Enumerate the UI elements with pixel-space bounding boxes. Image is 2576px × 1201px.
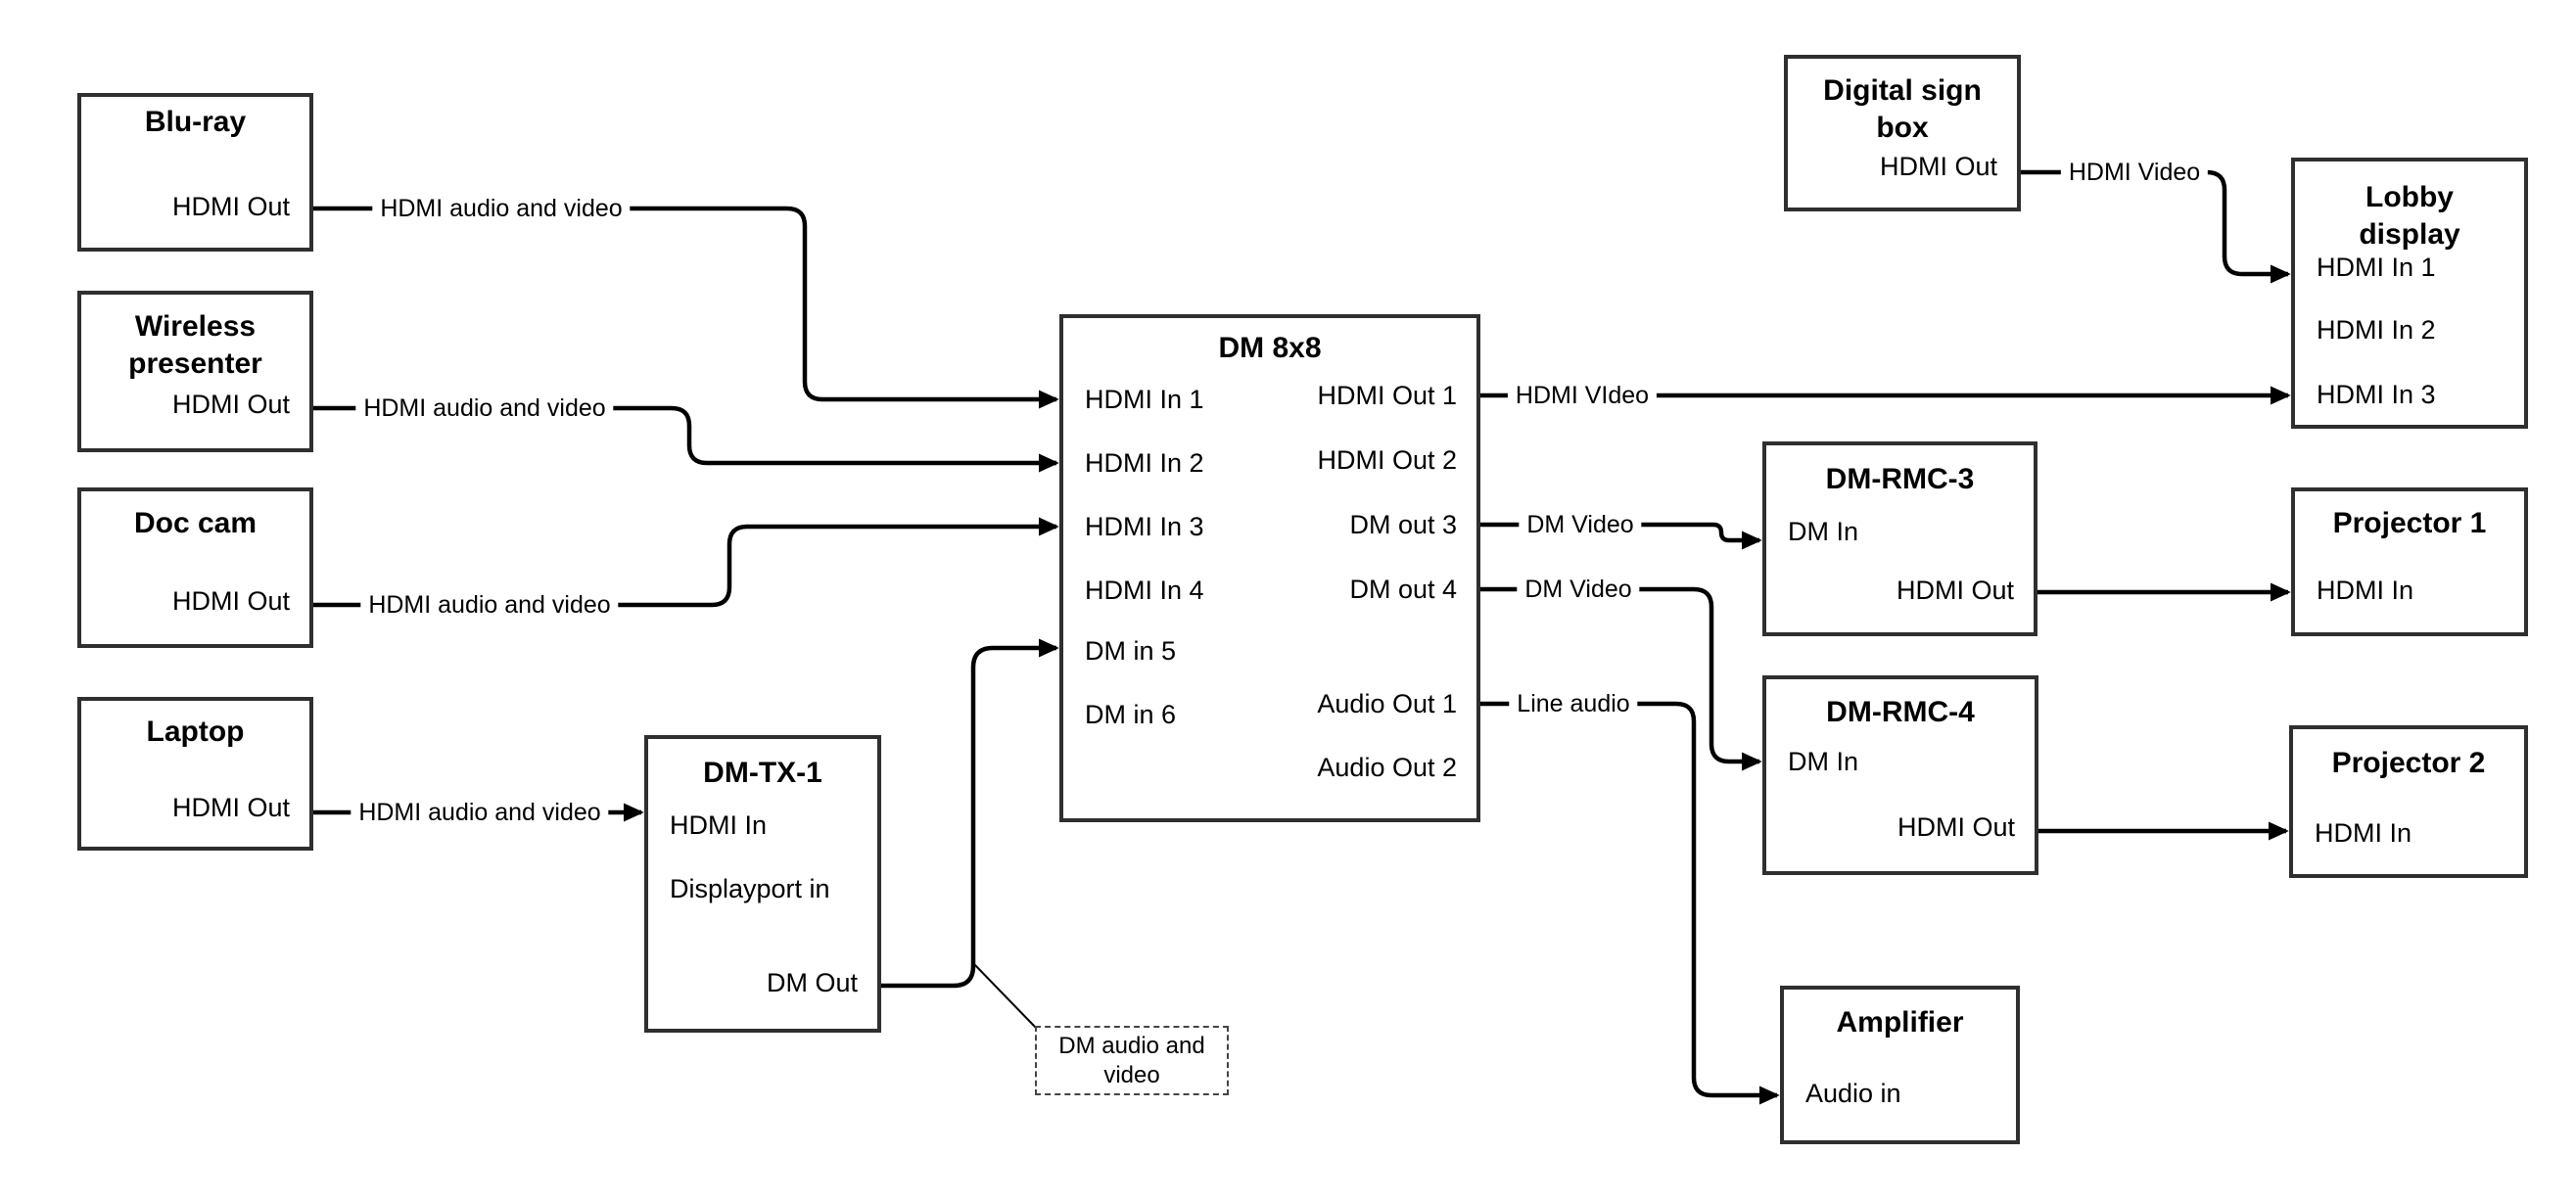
annotation-dm-audio-video: DM audio and video [1035, 1026, 1229, 1095]
edge-label-bluray-to-dm8x8-in1: HDMI audio and video [372, 194, 631, 223]
edge-wireless-to-dm8x8-in2 [313, 405, 1059, 473]
port-label-digital-sign-box: HDMI Out [1879, 152, 1997, 181]
node-title: Lobby display [2359, 181, 2460, 251]
port-label-dm-8x8: HDMI In 2 [1085, 448, 1204, 478]
edge-label-dm8x8-out3-to-dmrmc3-dmin: DM Video [1519, 510, 1642, 539]
port-label-projector-1: HDMI In [2317, 576, 2414, 605]
node-projector-2: Projector 2 HDMI In [2289, 725, 2528, 878]
edge-label-dm8x8-out4-to-dmrmc4-dmin: DM Video [1517, 575, 1640, 604]
port-label-dm-rmc-3: DM In [1788, 517, 1859, 546]
port-label-dm-tx-1: DM Out [766, 968, 858, 997]
edge-doccam-to-dm8x8-in3 [313, 517, 1059, 608]
port-label-dm-rmc-4: HDMI Out [1897, 812, 2015, 842]
port-label-dm-8x8: Audio Out 1 [1317, 689, 1457, 718]
port-label-projector-2: HDMI In [2315, 818, 2412, 848]
node-title: Laptop [146, 716, 245, 748]
port-label-dm-rmc-4: DM In [1788, 747, 1859, 776]
node-dm-rmc-3: DM-RMC-3 DM In HDMI Out [1762, 441, 2037, 636]
edge-dm8x8-out4-to-dmrmc4-dmin [1480, 586, 1762, 771]
edge-label-dm8x8-out1-to-lobby-in3: HDMI VIdeo [1507, 381, 1658, 410]
node-title: Blu-ray [144, 106, 247, 138]
node-title: Projector 2 [2331, 747, 2486, 779]
edge-label-laptop-to-dmtx1-hdmi-in: HDMI audio and video [351, 798, 609, 827]
node-dm-rmc-4: DM-RMC-4 DM In HDMI Out [1762, 675, 2038, 875]
port-label-lobby-display: HDMI In 3 [2317, 380, 2436, 409]
port-label-dm-8x8: DM out 3 [1349, 510, 1457, 539]
edge-dm8x8-out3-to-dmrmc3-dmin [1480, 522, 1762, 550]
port-label-dm-8x8: DM in 5 [1085, 636, 1177, 666]
port-label-lobby-display: HDMI In 2 [2317, 315, 2436, 345]
node-title: Projector 1 [2332, 507, 2487, 539]
annotation-text: DM audio and video [1058, 1032, 1205, 1088]
port-label-laptop: HDMI Out [171, 793, 290, 822]
port-label-dm-8x8: DM out 4 [1349, 575, 1457, 604]
port-label-dm-8x8: DM in 6 [1085, 700, 1177, 729]
node-projector-1: Projector 1 HDMI In [2291, 487, 2528, 636]
node-title: DM-RMC-3 [1825, 463, 1975, 495]
port-label-dm-8x8: HDMI In 4 [1085, 576, 1204, 605]
edge-label-doccam-to-dm8x8-in3: HDMI audio and video [360, 590, 619, 620]
port-label-dm-tx-1: HDMI In [670, 810, 768, 840]
port-label-dm-rmc-3: HDMI Out [1896, 576, 2014, 605]
port-label-amplifier: Audio in [1805, 1079, 1901, 1108]
port-label-doc-cam: HDMI Out [171, 586, 290, 616]
edge-dmtx1-dmout-to-dm8x8-in5 [881, 638, 1059, 989]
node-title: Wireless presenter [128, 310, 262, 380]
node-title: Amplifier [1836, 1006, 1964, 1039]
node-title: Digital sign box [1823, 74, 1982, 144]
edge-digitalsign-to-lobby-in1 [2021, 169, 2291, 284]
port-label-dm-8x8: HDMI In 1 [1085, 385, 1204, 414]
node-title: DM-TX-1 [703, 757, 822, 789]
port-label-dm-8x8: Audio Out 2 [1317, 753, 1457, 782]
edge-dm8x8-audio1-to-amplifier [1480, 701, 1780, 1105]
edge-bluray-to-dm8x8-in1 [313, 206, 1059, 409]
port-label-dm-8x8: HDMI In 3 [1085, 512, 1204, 541]
edge-label-wireless-to-dm8x8-in2: HDMI audio and video [355, 393, 614, 423]
node-title: DM 8x8 [1218, 332, 1322, 364]
annotation-leader-line [973, 963, 1037, 1029]
port-label-dm-tx-1: Displayport in [670, 874, 830, 903]
edge-label-digitalsign-to-lobby-in1: HDMI Video [2060, 158, 2209, 187]
port-label-lobby-display: HDMI In 1 [2317, 253, 2436, 282]
port-label-wireless-presenter: HDMI Out [171, 390, 290, 419]
port-label-blu-ray: HDMI Out [171, 192, 290, 221]
port-label-dm-8x8: HDMI Out 1 [1317, 381, 1457, 410]
edge-label-dm8x8-audio1-to-amplifier: Line audio [1509, 689, 1638, 718]
node-title: DM-RMC-4 [1826, 696, 1975, 728]
node-title: Doc cam [133, 507, 258, 539]
port-label-dm-8x8: HDMI Out 2 [1317, 445, 1457, 475]
